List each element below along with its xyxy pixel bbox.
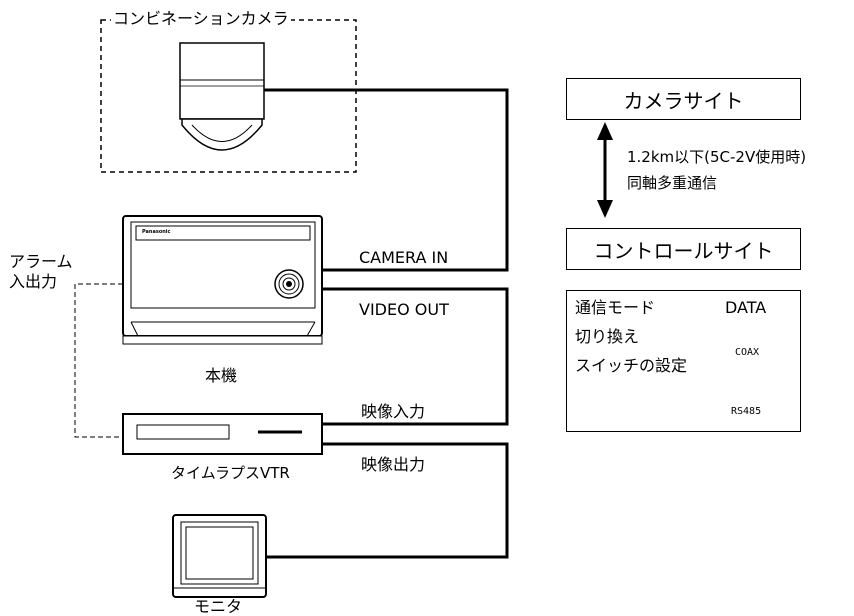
camera-site-box: カメラサイト: [566, 78, 801, 120]
unit-brand-logo: Panasonic: [142, 229, 171, 235]
video-out-jp-label: 映像出力: [361, 455, 426, 474]
mode-setting-panel: [566, 290, 801, 432]
vtr-icon: [122, 413, 323, 455]
monitor-label: モニタ: [194, 597, 243, 616]
double-arrow-icon: [597, 122, 613, 218]
video-in-jp-label: 映像入力: [361, 402, 426, 421]
camera-title: コンビネーションカメラ: [111, 9, 291, 28]
monitor-icon: [172, 514, 267, 598]
camera-site-label: カメラサイト: [623, 88, 744, 113]
cable-unit-to-vtr: [322, 287, 509, 426]
alarm-io-line: [74, 283, 123, 438]
control-site-box: コントロールサイト: [566, 228, 801, 270]
vtr-label: タイムラプスVTR: [171, 464, 290, 482]
control-site-label: コントロールサイト: [593, 238, 774, 263]
mode-line1: 通信モード: [575, 298, 656, 317]
cable-camera-to-unit: [264, 88, 509, 272]
alarm-label-line2: 入出力: [9, 272, 58, 291]
video-out-label: VIDEO OUT: [359, 300, 449, 319]
mode-line3: スイッチの設定: [575, 356, 688, 375]
switch-data-label: DATA: [725, 298, 767, 317]
distance-label: 1.2km以下(5C-2V使用時): [627, 148, 807, 166]
cable-vtr-to-monitor: [266, 442, 509, 559]
mode-line2: 切り換え: [575, 327, 640, 346]
combination-camera-icon: [179, 42, 265, 151]
coax-multiplex-label: 同軸多重通信: [627, 174, 718, 192]
camera-in-label: CAMERA IN: [359, 248, 449, 267]
main-unit-icon: [122, 215, 323, 345]
switch-coax-label: COAX: [735, 347, 760, 358]
switch-rs485-label: RS485: [731, 406, 762, 417]
alarm-label-line1: アラーム: [9, 252, 73, 271]
unit-label: 本機: [205, 366, 238, 385]
